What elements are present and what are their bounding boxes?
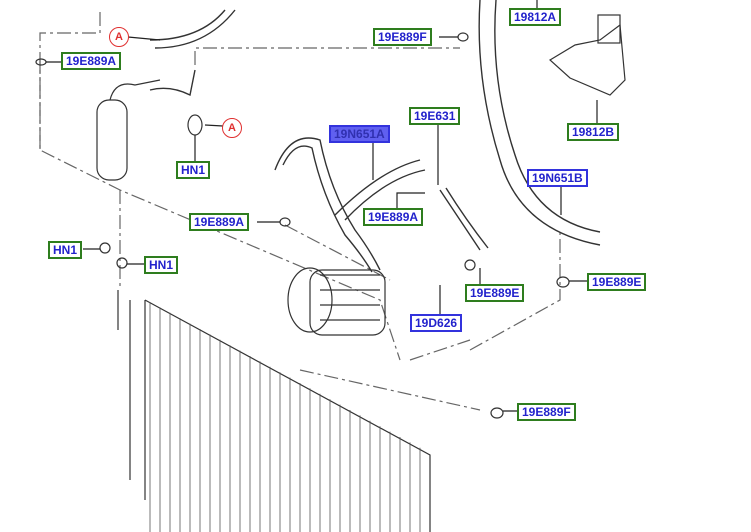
part-label-19N651A-selected[interactable]: 19N651A bbox=[329, 125, 390, 143]
seal-rings bbox=[35, 32, 570, 419]
bracket-19812 bbox=[548, 14, 626, 96]
part-label-19E889E[interactable]: 19E889E bbox=[587, 273, 647, 291]
part-label-HN1[interactable]: HN1 bbox=[144, 256, 179, 274]
part-label-19E889F[interactable]: 19E889F bbox=[373, 28, 432, 46]
part-label-19E889E[interactable]: 19E889E bbox=[465, 284, 525, 302]
part-label-19D626[interactable]: 19D626 bbox=[410, 314, 463, 332]
part-label-19E889F[interactable]: 19E889F bbox=[517, 403, 576, 421]
part-label-19E889A[interactable]: 19E889A bbox=[189, 213, 250, 231]
dash-lines bbox=[39, 12, 561, 411]
part-label-19812A[interactable]: 19812A bbox=[509, 8, 562, 26]
hoses bbox=[149, 0, 601, 273]
callout-a-1[interactable]: A bbox=[109, 27, 129, 47]
part-label-HN1[interactable]: HN1 bbox=[176, 161, 211, 179]
part-label-19N651B[interactable]: 19N651B bbox=[527, 169, 588, 187]
condenser bbox=[117, 290, 431, 532]
receiver-drier bbox=[96, 79, 161, 181]
part-label-19E889A[interactable]: 19E889A bbox=[363, 208, 424, 226]
part-label-19812B[interactable]: 19812B bbox=[567, 123, 620, 141]
part-label-19E631[interactable]: 19E631 bbox=[409, 107, 461, 125]
part-label-19E889A[interactable]: 19E889A bbox=[61, 52, 122, 70]
compressor bbox=[287, 267, 386, 336]
part-label-HN1[interactable]: HN1 bbox=[48, 241, 83, 259]
leader-lines bbox=[46, 0, 598, 412]
callout-a-2[interactable]: A bbox=[222, 118, 242, 138]
